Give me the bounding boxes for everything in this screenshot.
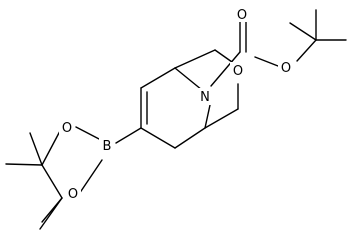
bond bbox=[29, 132, 43, 166]
bond bbox=[210, 51, 241, 87]
atom-o-boronate-bottom: O bbox=[65, 185, 81, 202]
bonds bbox=[5, 9, 347, 230]
bond bbox=[289, 22, 317, 41]
bond bbox=[140, 127, 176, 149]
atom-label: O bbox=[68, 187, 78, 202]
bond bbox=[296, 39, 317, 62]
atom-label: O bbox=[237, 8, 247, 23]
bond bbox=[174, 49, 216, 69]
bond bbox=[174, 127, 206, 149]
bond bbox=[140, 67, 176, 89]
bond bbox=[75, 126, 102, 141]
atom-o-bridge: O bbox=[230, 62, 246, 79]
atom-b: B bbox=[99, 137, 115, 154]
atom-label: O bbox=[281, 61, 291, 76]
bond bbox=[41, 130, 61, 166]
atom-o-ester: O bbox=[278, 59, 294, 76]
atom-label: N bbox=[200, 90, 210, 105]
atom-label: O bbox=[62, 121, 72, 136]
bond bbox=[254, 56, 279, 67]
atom-o-carbonyl: O bbox=[234, 6, 250, 23]
bond bbox=[41, 164, 63, 199]
bond bbox=[204, 108, 239, 129]
bond bbox=[204, 104, 211, 129]
bond bbox=[41, 197, 63, 223]
atom-n: N bbox=[197, 88, 213, 105]
atom-label: O bbox=[233, 64, 243, 79]
atom-o-boronate-top: O bbox=[59, 119, 75, 136]
bond bbox=[5, 163, 43, 166]
bond bbox=[174, 67, 203, 91]
atom-label: B bbox=[103, 139, 112, 154]
atom-labels: O O O N B O O bbox=[59, 6, 294, 202]
bond bbox=[115, 127, 142, 144]
bond bbox=[214, 49, 233, 63]
